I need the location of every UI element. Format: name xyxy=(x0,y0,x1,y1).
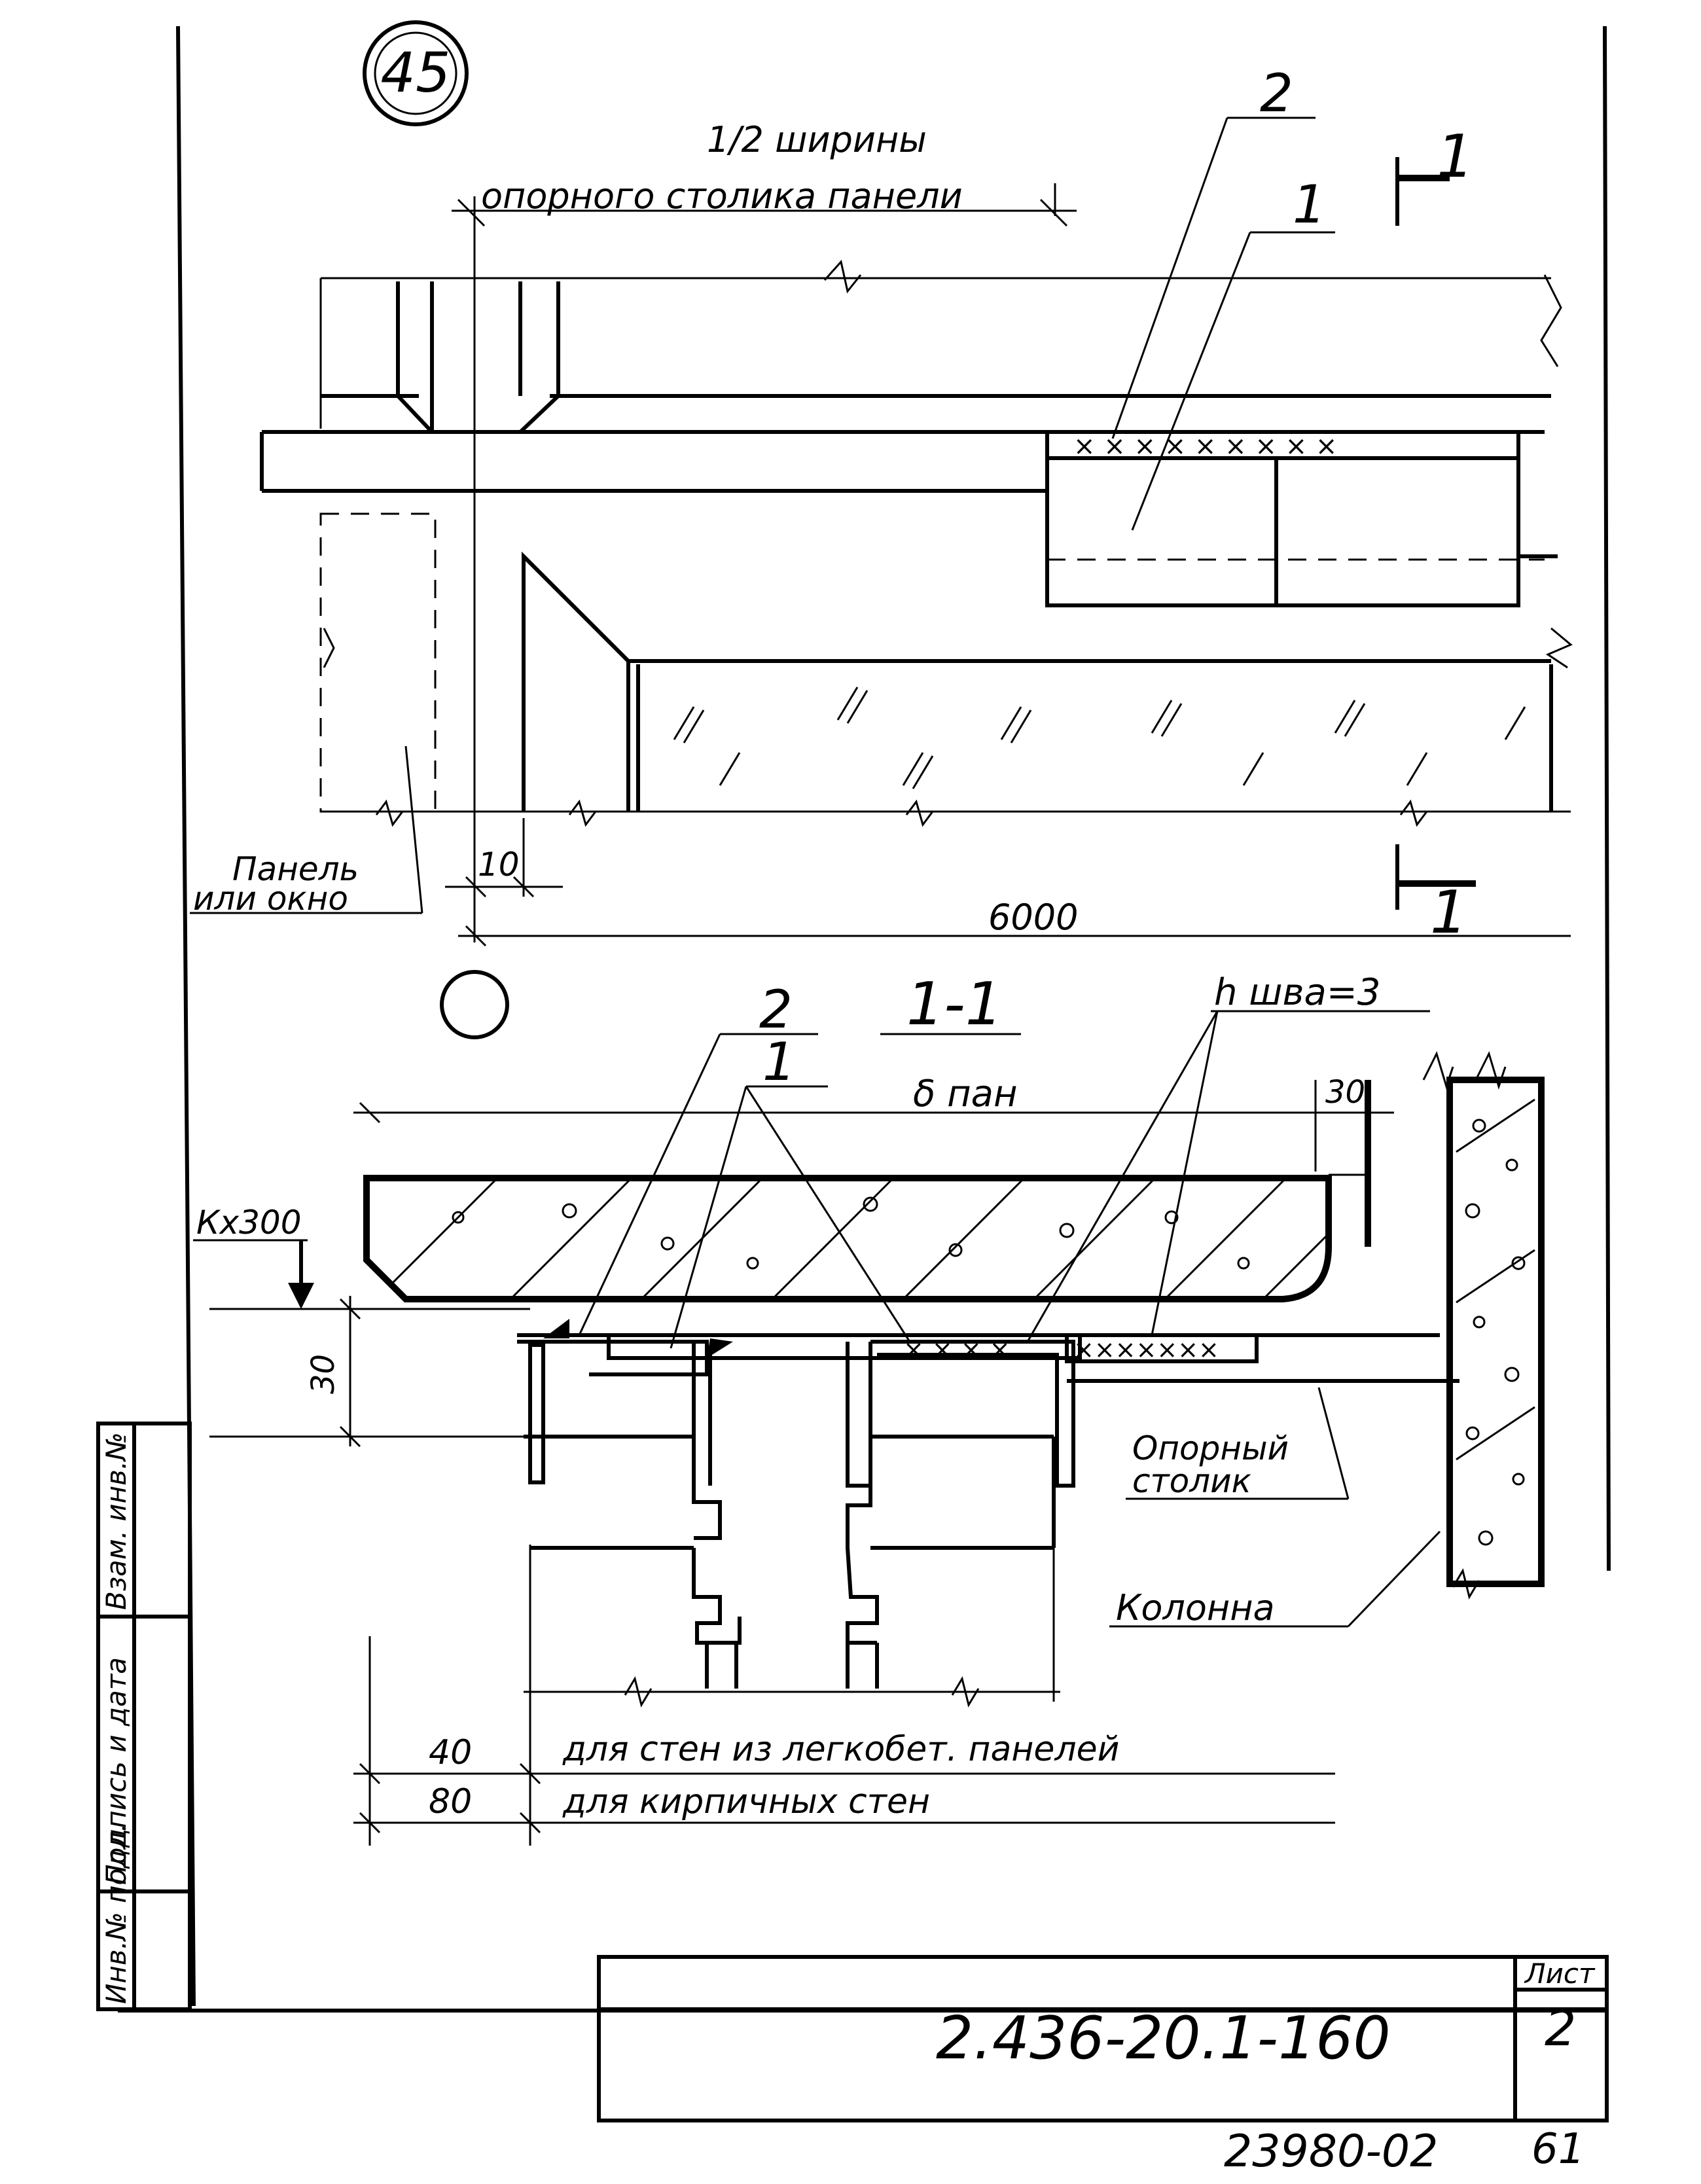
axis-marker xyxy=(440,970,509,1039)
side-stamp-col3: Инв.№ подл. xyxy=(100,1823,132,2004)
section-note-40: для стен из легкобет. панелей xyxy=(562,1730,1119,1769)
plan-dim-6000: 6000 xyxy=(988,897,1078,938)
title-block: 2.436-20.1-160 Лист 2 23980-02 61 xyxy=(597,1955,1609,2177)
section-view: 1-1 2 1 h шва=3 δ пан 30 xyxy=(193,970,1545,1846)
section-dim-40: 40 xyxy=(429,1733,472,1772)
node-number-badge: 45 xyxy=(363,20,469,126)
section-dim-30-left: 30 xyxy=(305,1354,342,1394)
node-number: 45 xyxy=(381,41,451,105)
weld-crosses-section-b: ××××××× xyxy=(1073,1335,1219,1364)
plan-dim-10: 10 xyxy=(478,846,520,884)
section-title: 1-1 xyxy=(906,970,1003,1039)
section-panel-thickness: δ пан xyxy=(913,1073,1018,1115)
panel-aggregate xyxy=(452,1196,1250,1270)
weld-crosses-section-a: × × × × xyxy=(903,1335,1011,1364)
section-callout-2: 2 xyxy=(759,979,793,1040)
order-number: 23980-02 xyxy=(1224,2126,1438,2177)
doc-code: 2.436-20.1-160 xyxy=(936,2004,1391,2073)
panel-hatch xyxy=(391,1177,1330,1300)
section-callout-1: 1 xyxy=(762,1031,796,1092)
section-mark-top: 1 xyxy=(1395,122,1474,226)
plan-view: 1/2 ширины опорного столика панели × × ×… xyxy=(190,63,1573,1039)
section-label-column: Колонна xyxy=(1116,1587,1275,1628)
section-dim-80: 80 xyxy=(429,1782,472,1821)
section-note-80: для кирпичных стен xyxy=(562,1782,930,1821)
column-section xyxy=(1422,1050,1545,1600)
plan-label-panel-line1: Панель xyxy=(232,850,359,888)
section-kx300: Кх300 xyxy=(196,1204,302,1242)
plan-callout-1: 1 xyxy=(1293,174,1326,235)
sheet-label: Лист xyxy=(1524,1958,1596,1990)
plan-callout-2: 2 xyxy=(1260,63,1293,124)
section-mark-bottom: 1 xyxy=(1395,844,1476,947)
section-dim-30-top: 30 xyxy=(1325,1074,1365,1111)
plan-label-panel-line2: или окно xyxy=(193,880,348,918)
section-label-support-line1: Опорный xyxy=(1132,1429,1289,1467)
side-stamp-col1: Взам. инв.№ xyxy=(100,1432,132,1610)
section-label-support-line2: столик xyxy=(1132,1462,1251,1500)
glazing-hatch xyxy=(673,687,1526,789)
side-stamp-col2: Подпись и дата xyxy=(100,1657,132,1885)
section-weld-label: h шва=3 xyxy=(1214,971,1380,1014)
page-number: 61 xyxy=(1531,2125,1585,2174)
sheet-frame xyxy=(118,26,1611,2013)
plan-dim-top-line1: 1/2 ширины xyxy=(707,119,927,160)
side-stamp: Взам. инв.№ Подпись и дата Инв.№ подл. xyxy=(96,1422,192,2011)
sheet-number: 2 xyxy=(1545,1999,1576,2057)
plan-section-mark-top: 1 xyxy=(1437,122,1474,191)
